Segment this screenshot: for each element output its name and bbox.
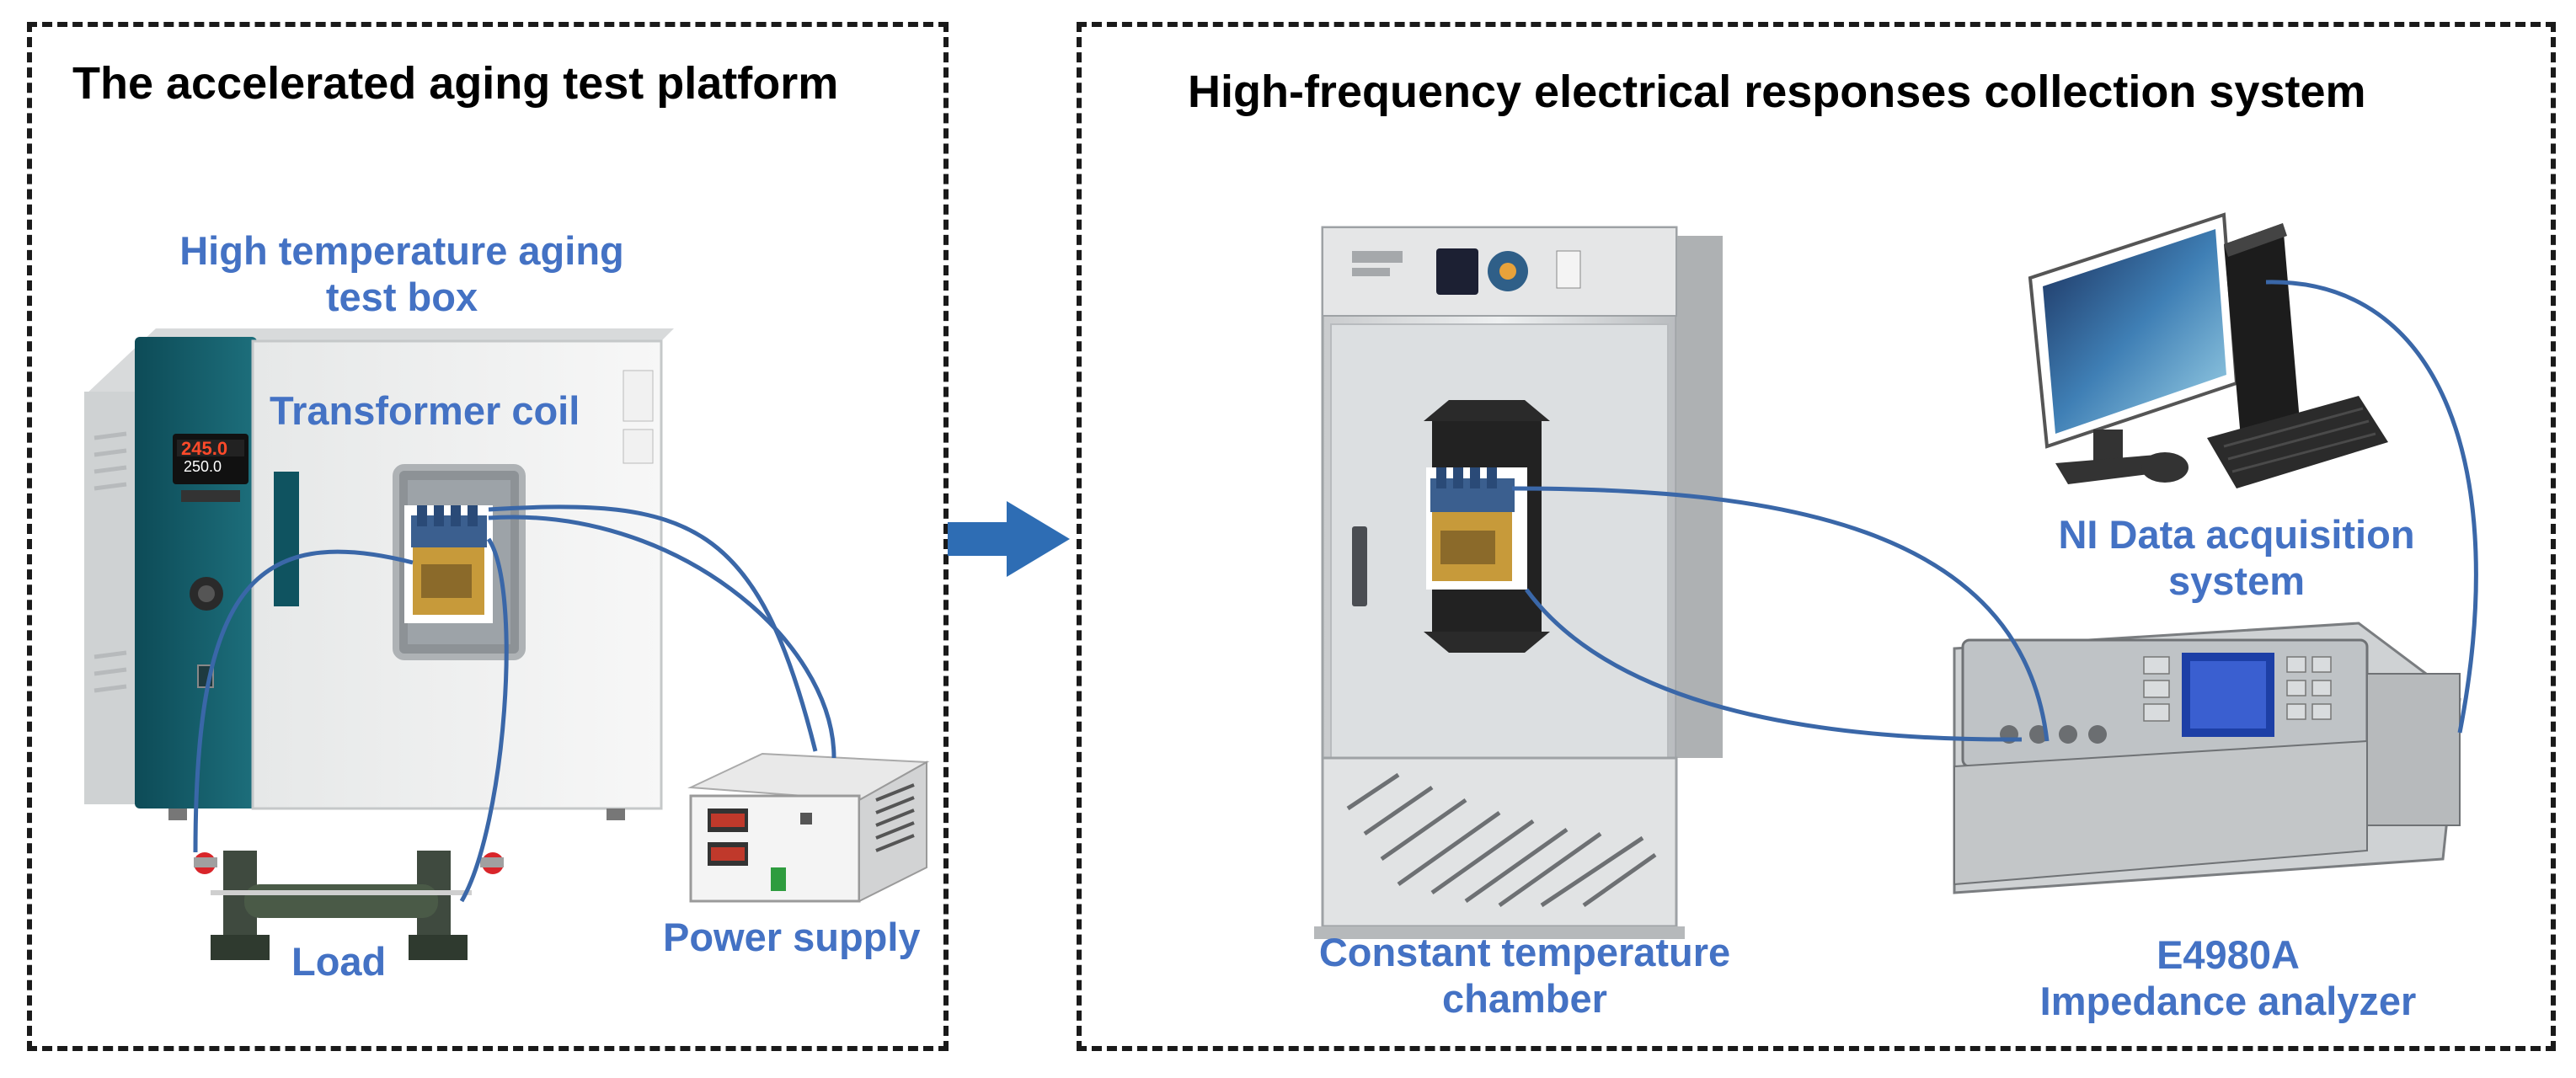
transformer-coil-icon	[404, 505, 493, 623]
collection-system-title: High-frequency electrical responses coll…	[1188, 67, 2366, 117]
oven-display-bottom: 250.0	[184, 458, 222, 475]
chamber-vent-icon	[1346, 772, 1657, 908]
analyzer-label: E4980A Impedance analyzer	[2005, 931, 2451, 1025]
oven-label-line1: High temperature aging	[179, 228, 624, 273]
aging-platform-title: The accelerated aging test platform	[72, 58, 839, 109]
chamber-label-line1: Constant temperature	[1318, 930, 1731, 974]
oven-display-top: 245.0	[181, 438, 227, 459]
power-supply-icon	[687, 752, 930, 903]
chamber-label: Constant temperature chamber	[1293, 929, 1756, 1022]
oven-label: High temperature aging test box	[153, 227, 650, 321]
coil-label: Transformer coil	[270, 388, 580, 433]
aging-oven	[84, 328, 674, 820]
left-wiring	[193, 504, 836, 903]
aging-platform-panel	[27, 22, 949, 1051]
oven-label-line2: test box	[325, 275, 478, 320]
power-supply-label: Power supply	[663, 915, 921, 959]
load-resistor-icon	[194, 851, 504, 960]
flow-arrow-icon	[948, 501, 1070, 577]
vent-slots-icon	[94, 431, 127, 693]
chamber-label-line2: chamber	[1442, 976, 1607, 1022]
daq-label-line2: system	[2168, 558, 2305, 604]
impedance-analyzer-icon	[1953, 622, 2461, 894]
daq-label: NI Data acquisition system	[2022, 511, 2451, 605]
daq-label-line1: NI Data acquisition	[2058, 512, 2415, 557]
load-label: Load	[291, 939, 387, 984]
analyzer-label-line1: E4980A	[2156, 932, 2300, 977]
chamber-coil-icon	[1426, 467, 1527, 590]
collection-system-panel	[1077, 22, 2556, 1051]
analyzer-label-line2: Impedance analyzer	[2039, 979, 2417, 1024]
right-wiring	[1511, 280, 2478, 742]
computer-icon	[2028, 212, 2388, 488]
